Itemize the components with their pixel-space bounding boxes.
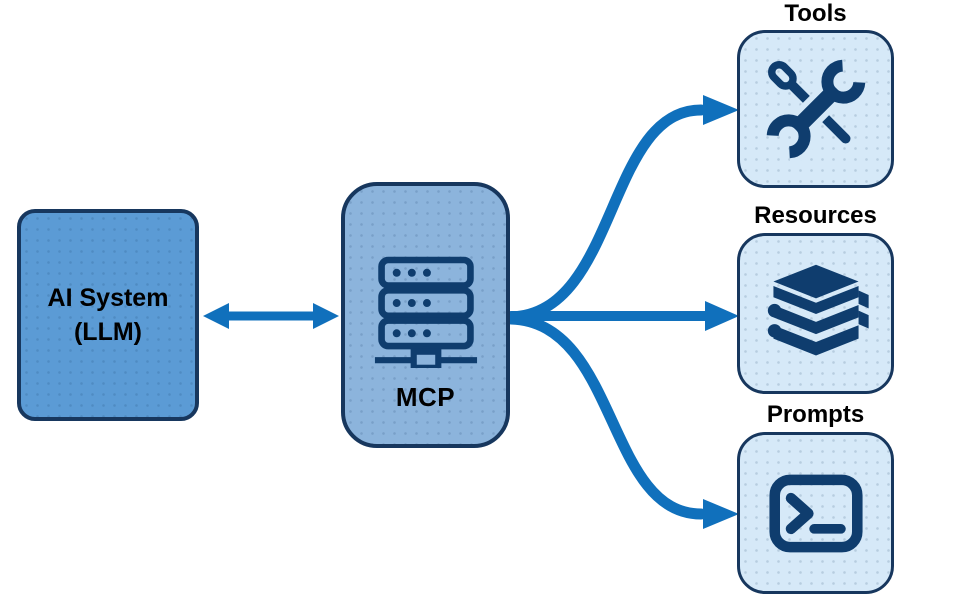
mcp-label: MCP — [395, 382, 456, 412]
ai-system-label-line2: (LLM) — [73, 318, 143, 346]
server-network-icon — [374, 256, 478, 368]
edge-mcp-resources-arrow — [506, 301, 739, 331]
node-ai-system: AI System (LLM) — [17, 209, 199, 421]
tools-label: Tools — [784, 0, 847, 27]
terminal-icon — [768, 473, 864, 554]
book-stack-icon — [760, 258, 872, 370]
edge-mcp-prompts-arrow — [505, 313, 739, 529]
edge-mcp-tools-arrow — [505, 95, 739, 323]
ai-system-label-line1: AI System — [47, 284, 169, 312]
node-mcp: MCP — [341, 182, 510, 448]
resources-label: Resources — [754, 202, 877, 229]
edge-ai-mcp-bidirectional-arrow — [203, 303, 339, 329]
node-prompts — [737, 432, 894, 594]
node-tools — [737, 30, 894, 188]
prompts-label: Prompts — [766, 401, 865, 428]
screwdriver-wrench-icon — [759, 52, 873, 166]
node-resources — [737, 233, 894, 394]
